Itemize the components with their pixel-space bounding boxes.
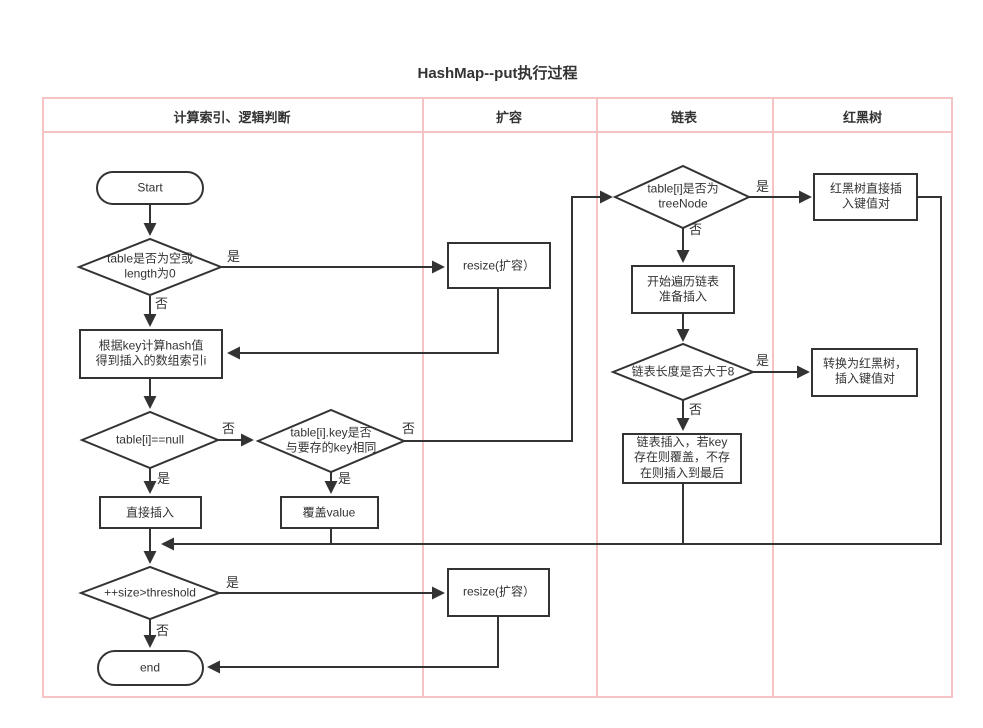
check-treenode-decision-shape [612,164,752,230]
start-terminator-shape [96,171,204,205]
node-hash-calc: 根据key计算hash值 得到插入的数组索引i [95,338,207,368]
edge-label-samekey-no: 否 [402,421,416,436]
rbtree-insert-process-shape [813,173,918,221]
edge-label-empty-no: 否 [155,296,169,311]
node-rbtree-insert: 红黑树直接插 入键值对 [829,181,902,211]
node-check-same-key: table[i].key是否 与要存的key相同 [285,425,377,455]
list-insert-process-shape [622,433,742,484]
node-check-size: ++size>threshold [104,585,196,600]
edge-label-size-no: 否 [156,623,170,638]
lane-header-rbtree: 红黑树 [842,110,882,125]
node-traverse-list: 开始遍历链表 准备插入 [646,274,719,304]
hash-calc-process-shape [79,329,223,379]
check-size-decision-shape [78,565,222,621]
lane-header-index-logic: 计算索引、逻辑判断 [173,110,291,125]
lane-header-divider [42,131,953,133]
edge-label-treenode-no: 否 [689,222,703,237]
traverse-list-process-shape [631,265,735,314]
lane-header-resize: 扩容 [495,110,522,125]
lane-divider-2 [596,97,598,698]
node-check-null: table[i]==null [115,432,185,447]
convert-rbtree-process-shape [811,348,918,397]
resize-top-process-shape [447,242,551,289]
node-start: Start [137,180,163,195]
node-check-length: 链表长度是否大于8 [631,364,735,379]
cover-value-process-shape [280,496,379,529]
edge-label-samekey-yes: 是 [338,471,352,486]
check-length-decision-shape [610,342,756,402]
direct-insert-process-shape [99,496,202,529]
edge-label-treenode-yes: 是 [756,179,770,194]
check-null-decision-shape [79,410,221,470]
lane-divider-3 [772,97,774,698]
node-resize-top: resize(扩容） [462,258,536,273]
edge-label-null-no: 否 [222,421,236,436]
lane-header-linkedlist: 链表 [670,110,697,125]
node-check-treenode: table[i]是否为 treeNode [647,181,719,211]
check-empty-decision-shape [76,237,224,297]
edge-label-empty-yes: 是 [227,249,241,264]
end-terminator-shape [97,650,204,686]
edge-label-null-yes: 是 [157,471,171,486]
lane-divider-1 [422,97,424,698]
page-title: HashMap--put执行过程 [417,65,578,82]
edge-label-length-no: 否 [689,402,703,417]
resize-bottom-process-shape [447,568,550,617]
check-same-key-decision-shape [255,408,407,474]
node-direct-insert: 直接插入 [125,505,175,520]
node-cover-value: 覆盖value [302,505,356,520]
node-end: end [139,660,161,675]
node-list-insert: 链表插入，若key 存在则覆盖，不存 在则插入到最后 [633,434,730,480]
node-convert-rbtree: 转换为红黑树， 插入键值对 [822,356,907,386]
edge-label-size-yes: 是 [226,575,240,590]
swimlane-frame [42,97,953,698]
node-resize-bottom: resize(扩容） [462,584,536,599]
node-check-empty: table是否为空或 length为0 [106,251,194,281]
edge-label-length-yes: 是 [756,353,770,368]
